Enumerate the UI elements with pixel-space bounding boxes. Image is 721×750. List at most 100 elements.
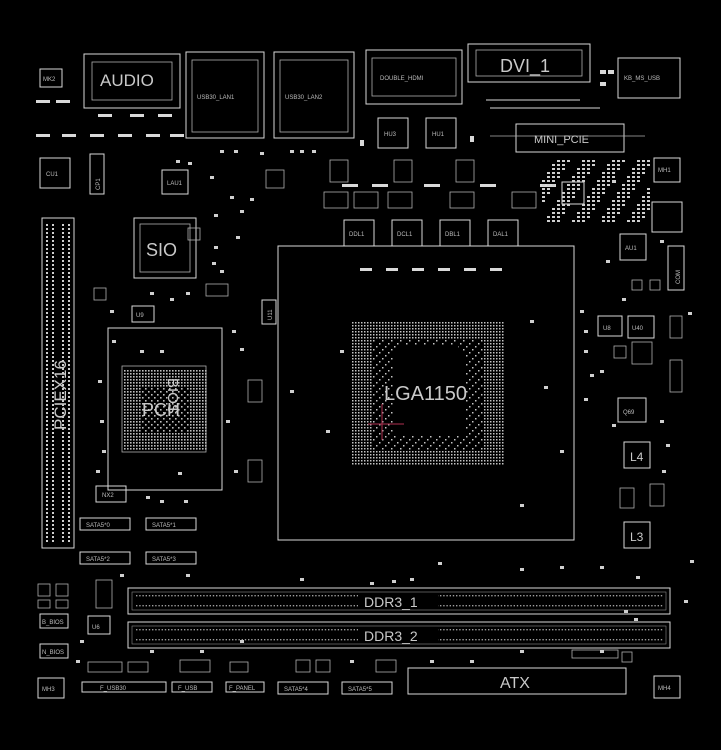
sata2-port[interactable]: SATA5*2 — [79, 551, 131, 565]
pciex16-slot[interactable]: PCIEX16 — [41, 217, 75, 549]
dvi-port[interactable]: DVI_1 — [467, 43, 591, 83]
au1-chip[interactable]: AU1 — [619, 233, 647, 261]
pad — [373, 376, 375, 378]
pad — [244, 629, 247, 631]
f-usb-header[interactable]: F_USB — [171, 681, 213, 693]
lau1-chip[interactable]: LAU1 — [161, 169, 189, 195]
f-panel-header[interactable]: F_PANEL — [225, 681, 265, 693]
pad — [205, 382, 207, 384]
sata1-port[interactable]: SATA5*1 — [145, 517, 197, 531]
pad — [642, 168, 645, 170]
pad — [326, 430, 330, 433]
pad — [644, 595, 647, 597]
mk2-mount[interactable]: MK2 — [39, 68, 63, 88]
pad — [155, 629, 157, 631]
pad — [62, 484, 64, 486]
f-usb30-header[interactable]: F_USB30 — [81, 681, 167, 693]
hu3-chip[interactable]: HU3 — [377, 117, 409, 149]
pad — [196, 385, 198, 387]
audio-jack[interactable]: AUDIO — [83, 53, 181, 109]
pad — [597, 200, 600, 202]
pad — [244, 639, 247, 641]
nx2-part[interactable]: NX2 — [95, 485, 127, 503]
inductor-dbl1[interactable]: DBL1 — [439, 219, 471, 247]
pad — [62, 344, 64, 346]
pad — [355, 412, 357, 414]
pad — [68, 236, 70, 238]
pad — [124, 370, 126, 372]
ddr3-2-slot[interactable]: DDR3_2 — [127, 621, 671, 649]
n-bios-chip[interactable]: N_BIOS — [39, 643, 69, 659]
svg-text:B_BIOS: B_BIOS — [42, 620, 64, 626]
pad — [582, 208, 585, 210]
ddr3-1-slot[interactable]: DDR3_1 — [127, 587, 671, 615]
cp1-part[interactable]: CP1 — [89, 153, 105, 195]
pad — [352, 439, 354, 441]
pad — [62, 516, 64, 518]
pad — [376, 331, 378, 333]
inductor-ddl1[interactable]: DDL1 — [343, 219, 375, 247]
atx-power-connector[interactable]: ATX — [407, 667, 627, 695]
sata4-port[interactable]: SATA5*4 — [277, 681, 329, 695]
hu1-chip[interactable]: HU1 — [425, 117, 457, 149]
u40-chip[interactable]: U40 — [627, 315, 655, 339]
kb-ms-usb-port[interactable]: KB_MS_USB — [617, 57, 681, 99]
pad — [184, 421, 186, 423]
pad — [352, 382, 354, 384]
pad — [68, 504, 70, 506]
pad — [52, 480, 54, 482]
pad — [478, 457, 480, 459]
pad — [355, 343, 357, 345]
pad — [172, 442, 174, 444]
pad — [267, 639, 269, 641]
usb30-lan2-port[interactable]: USB30_LAN2 — [273, 51, 355, 139]
pad — [436, 460, 438, 462]
mh4-mount[interactable]: MH4 — [653, 675, 681, 699]
lga1150-socket[interactable]: LGA1150 — [277, 245, 575, 541]
pad — [472, 460, 474, 462]
pad — [127, 382, 129, 384]
mh3-mount[interactable]: MH3 — [37, 677, 65, 699]
pad — [481, 358, 483, 360]
pad — [496, 337, 498, 339]
double-hdmi-port[interactable]: DOUBLE_HDMI — [365, 49, 463, 105]
pad — [406, 442, 408, 444]
inductor-dal1[interactable]: DAL1 — [487, 219, 519, 247]
sata3-port[interactable]: SATA5*3 — [145, 551, 197, 565]
sata0-port[interactable]: SATA5*0 — [79, 517, 131, 531]
pad — [133, 391, 135, 393]
pad — [46, 352, 48, 354]
u6-chip[interactable]: U6 — [87, 615, 111, 635]
pad — [469, 433, 471, 435]
pad — [637, 180, 640, 182]
pch-chip[interactable]: PCH BIOS — [107, 327, 223, 491]
sata5-port[interactable]: SATA5*5 — [341, 681, 393, 695]
pad — [193, 394, 195, 396]
sio-chip[interactable]: SIO — [133, 217, 197, 279]
u9-chip[interactable]: U9 — [131, 305, 155, 323]
l4-inductor[interactable]: L4 — [623, 441, 651, 469]
pad — [209, 639, 211, 641]
b-bios-chip[interactable]: B_BIOS — [39, 613, 69, 629]
pad — [600, 639, 602, 641]
pad — [52, 284, 54, 286]
mh1-mount[interactable]: MH1 — [653, 157, 681, 183]
pad — [286, 629, 288, 631]
pad — [490, 442, 492, 444]
pad — [484, 454, 486, 456]
pad — [199, 439, 201, 441]
l3-inductor[interactable]: L3 — [623, 521, 651, 549]
cu1-chip[interactable]: CU1 — [39, 157, 71, 189]
com-header[interactable]: COM — [667, 245, 685, 291]
q69-part[interactable]: Q69 — [617, 397, 647, 423]
pad — [502, 415, 504, 417]
usb30-lan1-port[interactable]: USB30_LAN1 — [185, 51, 265, 139]
pad — [139, 379, 141, 381]
pad — [606, 605, 608, 607]
mini-pcie-slot[interactable]: MINI_PCIE — [490, 123, 645, 153]
pad — [163, 373, 165, 375]
u11-chip[interactable]: U11 — [261, 299, 277, 325]
inductor-dcl1[interactable]: DCL1 — [391, 219, 423, 247]
pad — [68, 384, 70, 386]
u8-chip[interactable]: U8 — [597, 315, 623, 337]
